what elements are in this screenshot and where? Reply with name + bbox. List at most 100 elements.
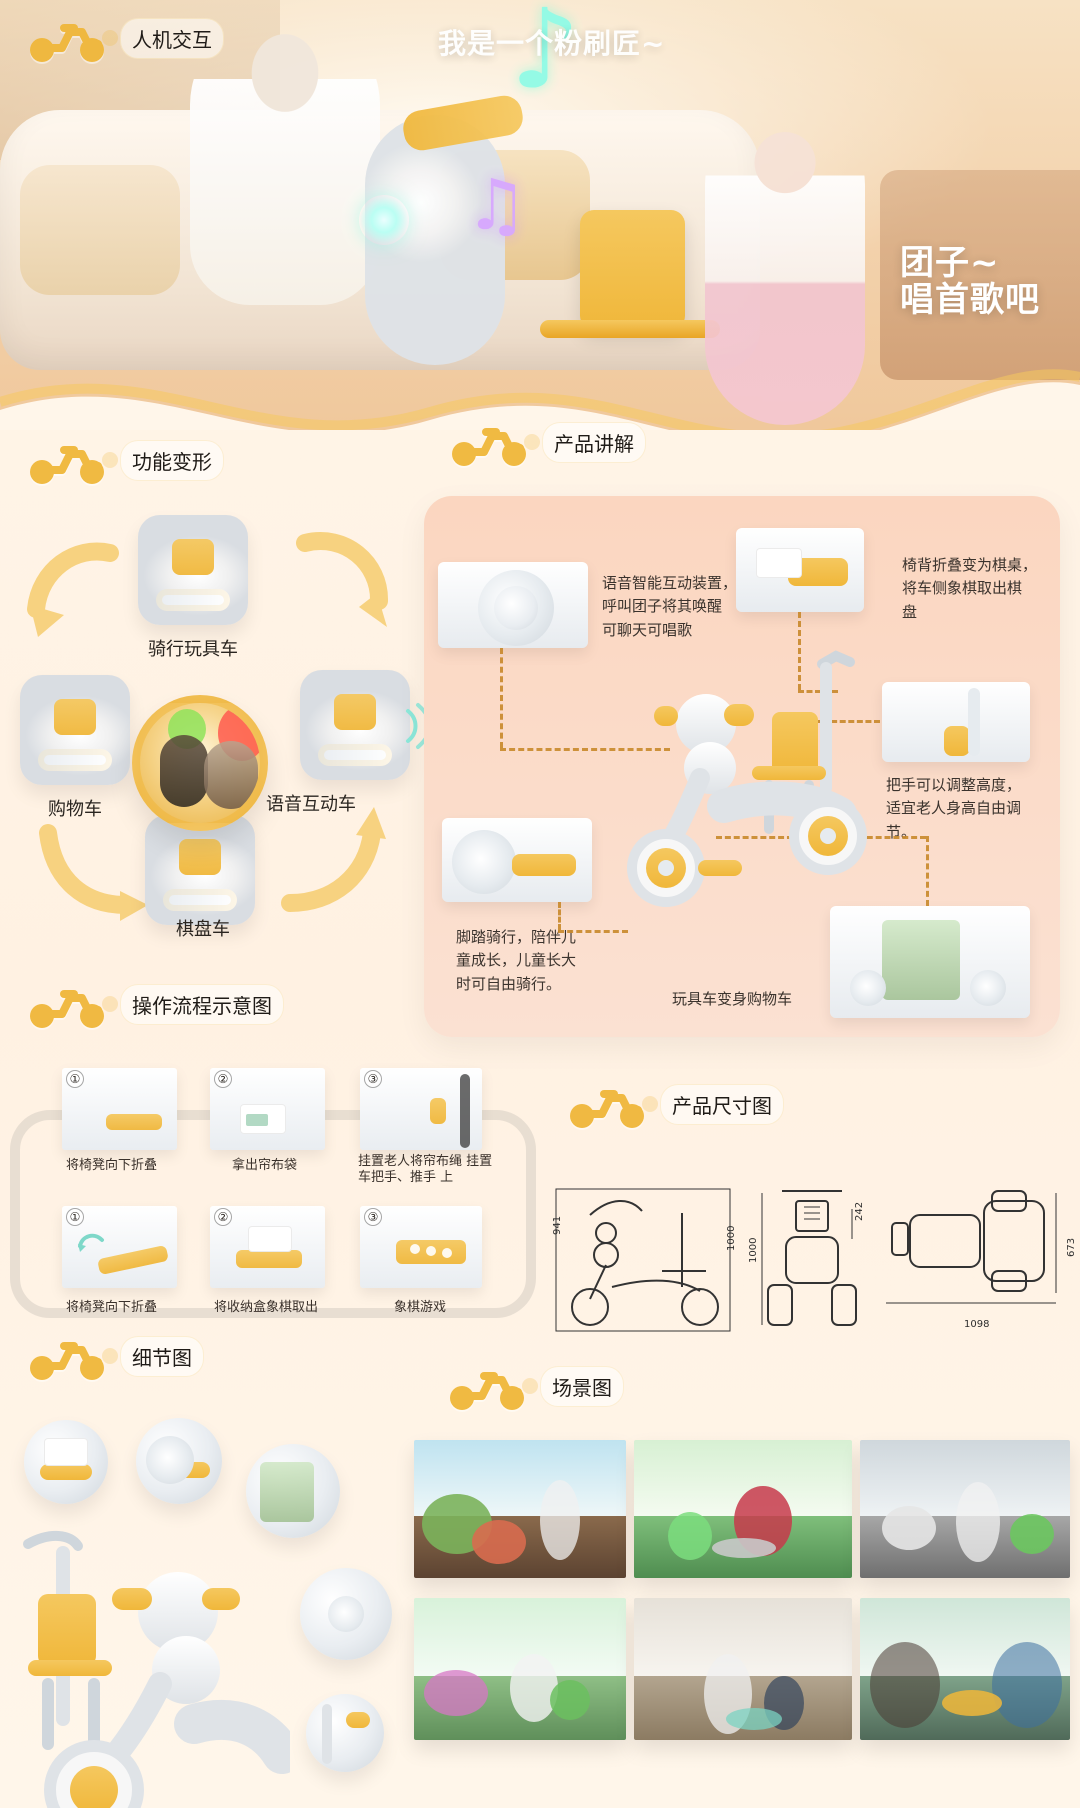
leader-voice-right <box>500 748 670 751</box>
section-title-scenes: 场景图 <box>438 1358 624 1414</box>
section-title-details: 细节图 <box>18 1328 204 1384</box>
section-title-function-transform: 功能变形 <box>18 432 224 488</box>
mode-voice-label: 语音互动车 <box>266 794 356 815</box>
music-note-icon: ♫ <box>465 164 528 246</box>
flow-step-1-1-number: ① <box>66 1070 84 1088</box>
shopping-wheel-right <box>970 970 1006 1006</box>
pedal-yellow <box>512 854 576 876</box>
hero-side-table <box>880 170 1080 380</box>
detail-yellow <box>346 1712 370 1728</box>
scooter-icon <box>30 1342 104 1380</box>
flow-step-1-1-caption: 将椅凳向下折叠 <box>66 1158 158 1173</box>
flow-step-2-1-number: ① <box>66 1208 84 1226</box>
cycle-arrow-icon <box>39 824 148 921</box>
explain-text-pedal: 脚踏骑行，陪伴儿 童成长，儿童长大 时可自由骑行。 <box>456 928 577 993</box>
cycle-arrow-icon <box>296 532 388 627</box>
section-title-details-label: 细节图 <box>120 1335 204 1377</box>
flow-person-silhouette <box>460 1074 470 1148</box>
hero-robot-lens <box>359 195 409 245</box>
product-size-drawings: 941 1000 1000 242 1098 673 <box>550 1175 1080 1335</box>
flow-step-1-3-caption: 挂置老人将帘布绳 挂置车把手、推手 上 <box>358 1154 493 1186</box>
chess-board <box>756 548 802 578</box>
mode-shopping-image <box>20 675 130 785</box>
size-side-view <box>555 1188 731 1332</box>
detail-circle-pedal <box>136 1418 222 1504</box>
hero-robot-chair <box>540 210 720 338</box>
scene-market <box>414 1440 626 1578</box>
detail-wheel <box>146 1436 194 1484</box>
explain-text-chair: 椅背折叠变为棋桌， 将车侧象棋取出棋 盘 <box>902 556 1038 621</box>
dimension-941: 941 <box>552 1215 563 1235</box>
main-product-illustration <box>627 650 867 907</box>
leader-chair-right <box>798 690 838 693</box>
hero-right-bubble: 团子~ 唱首歌吧 <box>900 243 1040 321</box>
detail-circle-handle <box>306 1694 384 1772</box>
detail-circle-voice-device <box>300 1568 392 1660</box>
hero-top-bubble: 我是一个粉刷匠~ <box>438 27 666 60</box>
dimension-242: 242 <box>854 1201 865 1221</box>
scooter-icon <box>30 990 104 1028</box>
flow-chess-piece <box>426 1246 436 1256</box>
hero-right-bubble-line1: 团子~ <box>900 243 1000 283</box>
detail-circle-chess-board <box>24 1420 108 1504</box>
scooter-icon <box>452 428 526 466</box>
leader-handle-left <box>814 720 880 723</box>
scene-street <box>860 1440 1070 1578</box>
dimension-1098: 1098 <box>964 1319 990 1330</box>
cycle-arrow-icon <box>27 542 119 637</box>
explain-thumb-chair <box>736 528 864 612</box>
flow-step-2-3-number: ③ <box>364 1208 382 1226</box>
detail-handle-pole <box>322 1704 332 1764</box>
section-title-function-transform-label: 功能变形 <box>120 439 224 481</box>
hero-grandma <box>190 15 380 305</box>
flow-step-2-2-number: ② <box>214 1208 232 1226</box>
detail-large-product <box>23 1531 290 1808</box>
hero-wave-divider <box>0 369 1080 430</box>
mode-voice-image <box>300 670 410 780</box>
scene-alley <box>634 1598 852 1740</box>
hero-cushion-left <box>20 165 180 295</box>
section-title-hci: 人机交互 <box>18 10 224 66</box>
photo-person-grandpa <box>204 741 258 809</box>
flow-step-1-3-number: ③ <box>364 1070 382 1088</box>
scene-park-chess <box>634 1440 852 1578</box>
section-title-operation-flow: 操作流程示意图 <box>18 976 284 1032</box>
explain-thumb-voice <box>438 562 588 648</box>
mode-chessboard-image <box>145 815 255 925</box>
flow-step-2-1-caption: 将椅凳向下折叠 <box>66 1300 158 1315</box>
details-area <box>0 1408 400 1808</box>
handle-yellow-part <box>944 726 970 756</box>
flow-step-2-1-image: ① <box>62 1206 177 1288</box>
explain-thumb-shopping <box>830 906 1030 1018</box>
flow-step-2-2-image: ② <box>210 1206 325 1288</box>
mode-riding-toy-label: 骑行玩具车 <box>148 639 238 660</box>
explain-text-voice: 语音智能互动装置， 呼叫团子将其唤醒 可聊天可唱歌 <box>602 574 738 639</box>
size-top-view <box>886 1190 1057 1304</box>
scene-garden-walk <box>414 1598 626 1740</box>
leader-shopping-down <box>926 836 929 906</box>
flow-step-1-3-image: ③ <box>360 1068 482 1150</box>
rotate-arrow-icon <box>78 1233 104 1252</box>
handle-pole <box>968 688 980 756</box>
voice-device-core <box>494 586 538 630</box>
shopping-wheel-left <box>850 970 886 1006</box>
flow-step-2-2-caption: 将收纳盒象棋取出 <box>214 1300 319 1315</box>
hero-right-bubble-line2: 唱首歌吧 <box>900 280 1040 321</box>
size-front-view <box>761 1190 857 1326</box>
section-title-product-size: 产品尺寸图 <box>558 1076 784 1132</box>
explain-thumb-handle <box>882 682 1030 762</box>
scooter-icon <box>450 1372 524 1410</box>
section-title-scenes-label: 场景图 <box>540 1365 624 1407</box>
flow-yellow <box>236 1250 302 1268</box>
leader-chair-down <box>798 612 801 690</box>
flow-step-2-3-image: ③ <box>360 1206 482 1288</box>
product-explain-panel: 语音智能互动装置， 呼叫团子将其唤醒 可聊天可唱歌 椅背折叠变为棋桌， 将车侧象… <box>424 496 1060 1037</box>
dimension-1000-b: 1000 <box>748 1237 759 1263</box>
flow-yellow <box>106 1114 162 1130</box>
hero-banner: ♪ ♫ 我是一个粉刷匠~ 团子~ 唱首歌吧 人机交互 <box>0 0 1080 430</box>
pedal-wheel <box>452 830 516 894</box>
dimension-1000-a: 1000 <box>726 1225 737 1251</box>
explain-thumb-pedal <box>442 818 592 902</box>
section-title-operation-flow-label: 操作流程示意图 <box>120 983 284 1025</box>
scooter-icon <box>30 24 104 62</box>
